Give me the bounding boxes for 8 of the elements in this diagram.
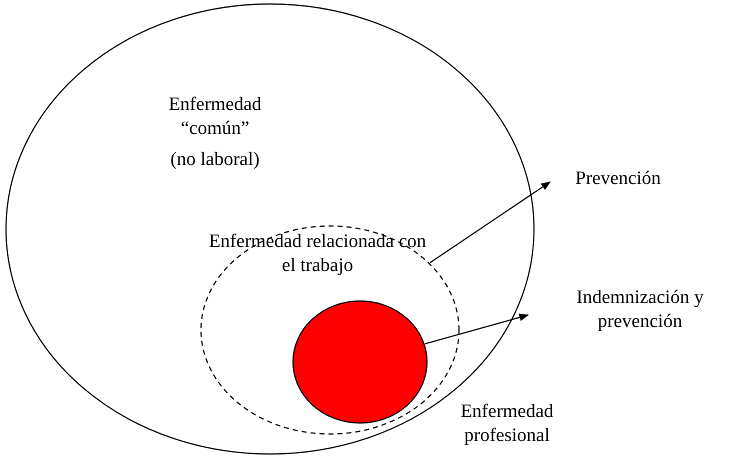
circle-label: (no laboral) (169, 148, 261, 172)
circle-label: Enfermedad “común” (168, 93, 262, 141)
arrow-target-label: Indemnización y prevención (575, 286, 705, 334)
arrow (430, 181, 551, 264)
circle-label: Enfermedad relacionada con el trabajo (208, 230, 428, 278)
circle-label: Enfermedad profesional (460, 400, 554, 448)
arrow-target-label: Prevención (574, 167, 662, 191)
arrow (424, 314, 529, 344)
